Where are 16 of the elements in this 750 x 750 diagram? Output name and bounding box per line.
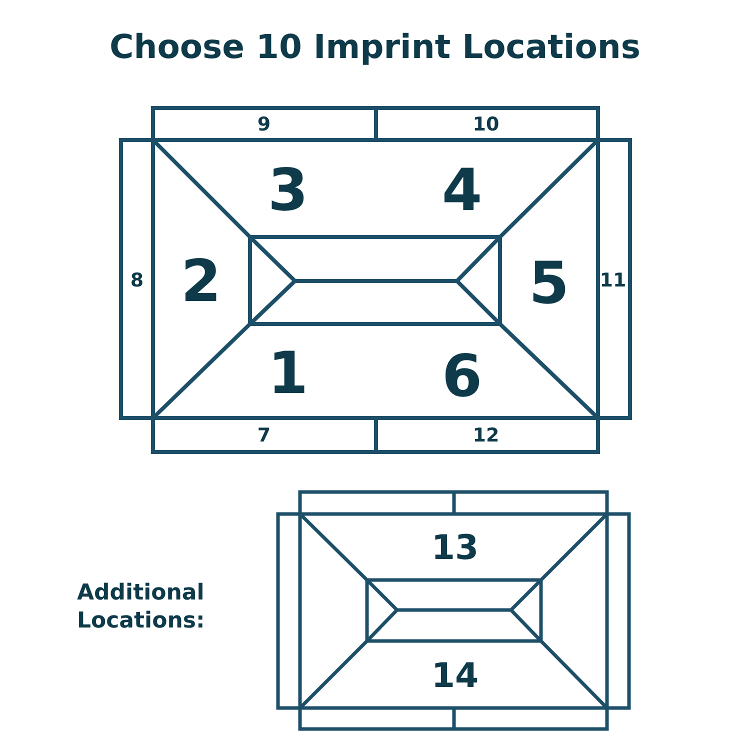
location-number: 6 xyxy=(442,347,482,405)
location-number: 1 xyxy=(268,344,308,402)
location-number: 12 xyxy=(472,426,500,446)
location-number: 11 xyxy=(600,272,626,290)
location-number: 3 xyxy=(268,161,308,219)
location-number: 8 xyxy=(130,272,144,290)
note-text: Additional Locations: xyxy=(77,580,206,634)
location-number: 14 xyxy=(431,659,479,693)
title: Choose 10 Imprint Locations xyxy=(109,30,641,63)
location-number: 10 xyxy=(472,116,500,134)
location-number: 2 xyxy=(180,252,222,310)
location-number: 9 xyxy=(257,116,271,134)
location-number: 7 xyxy=(257,426,271,446)
location-number: 5 xyxy=(528,254,570,312)
location-number: 13 xyxy=(431,531,479,565)
location-number: 4 xyxy=(442,161,482,219)
